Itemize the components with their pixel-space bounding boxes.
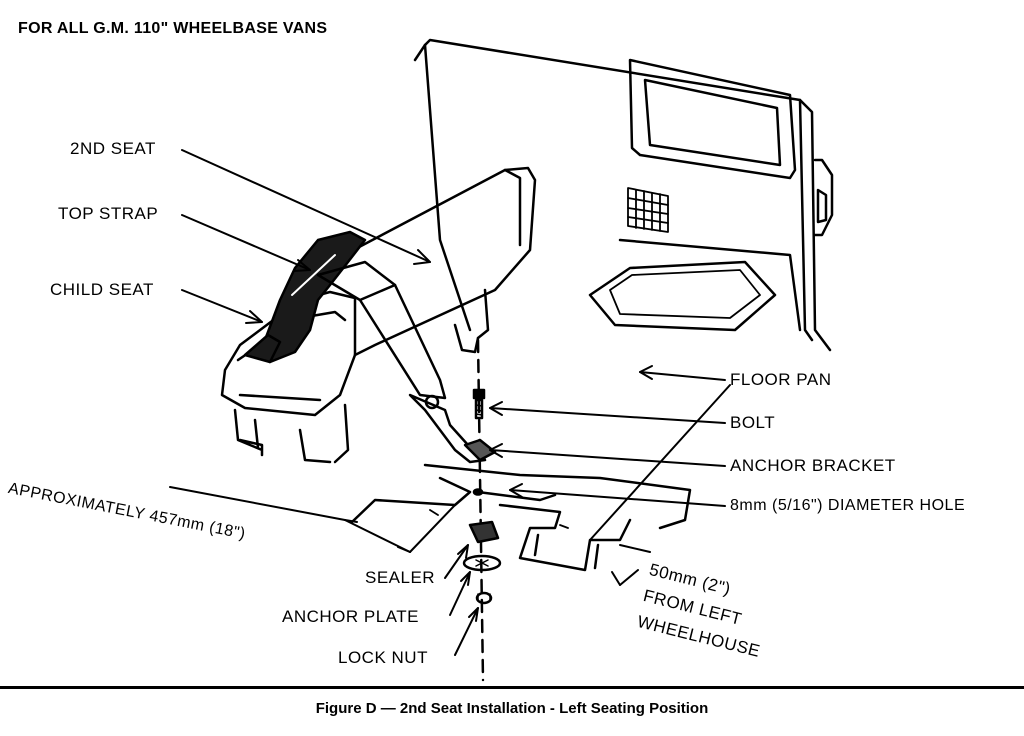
leader-lines xyxy=(169,149,731,656)
caption-divider xyxy=(0,686,1024,689)
label-top-strap: TOP STRAP xyxy=(58,204,159,223)
child-seat xyxy=(243,230,367,364)
bolt xyxy=(472,388,486,420)
label-hole: 8mm (5/16") DIAMETER HOLE xyxy=(730,497,966,514)
anchor-plate xyxy=(462,554,502,572)
second-seat xyxy=(220,166,537,464)
top-strap xyxy=(316,260,487,464)
wheelhouse xyxy=(588,260,777,332)
install-axis xyxy=(476,338,485,682)
label-child-seat: CHILD SEAT xyxy=(50,280,154,299)
seat-installation-diagram xyxy=(169,38,834,682)
wall-base xyxy=(618,238,802,332)
page-header: FOR ALL G.M. 110" WHEELBASE VANS xyxy=(18,20,328,37)
label-sealer: SEALER xyxy=(365,568,436,587)
label-anchor-bracket: ANCHOR BRACKET xyxy=(730,456,896,475)
label-second-seat: 2ND SEAT xyxy=(70,139,156,158)
label-anchor-plate: ANCHOR PLATE xyxy=(282,607,419,626)
van-window xyxy=(628,58,797,180)
sealer xyxy=(468,520,500,544)
figure-caption: Figure D — 2nd Seat Installation - Left … xyxy=(315,700,709,717)
lock-nut xyxy=(475,591,493,605)
floor-pan-outline xyxy=(350,463,692,572)
label-lock-nut: LOCK NUT xyxy=(338,648,428,667)
vent-grille xyxy=(627,187,669,233)
van-wall xyxy=(413,38,834,352)
label-bolt: BOLT xyxy=(730,413,776,432)
label-floor-pan: FLOOR PAN xyxy=(730,370,832,389)
